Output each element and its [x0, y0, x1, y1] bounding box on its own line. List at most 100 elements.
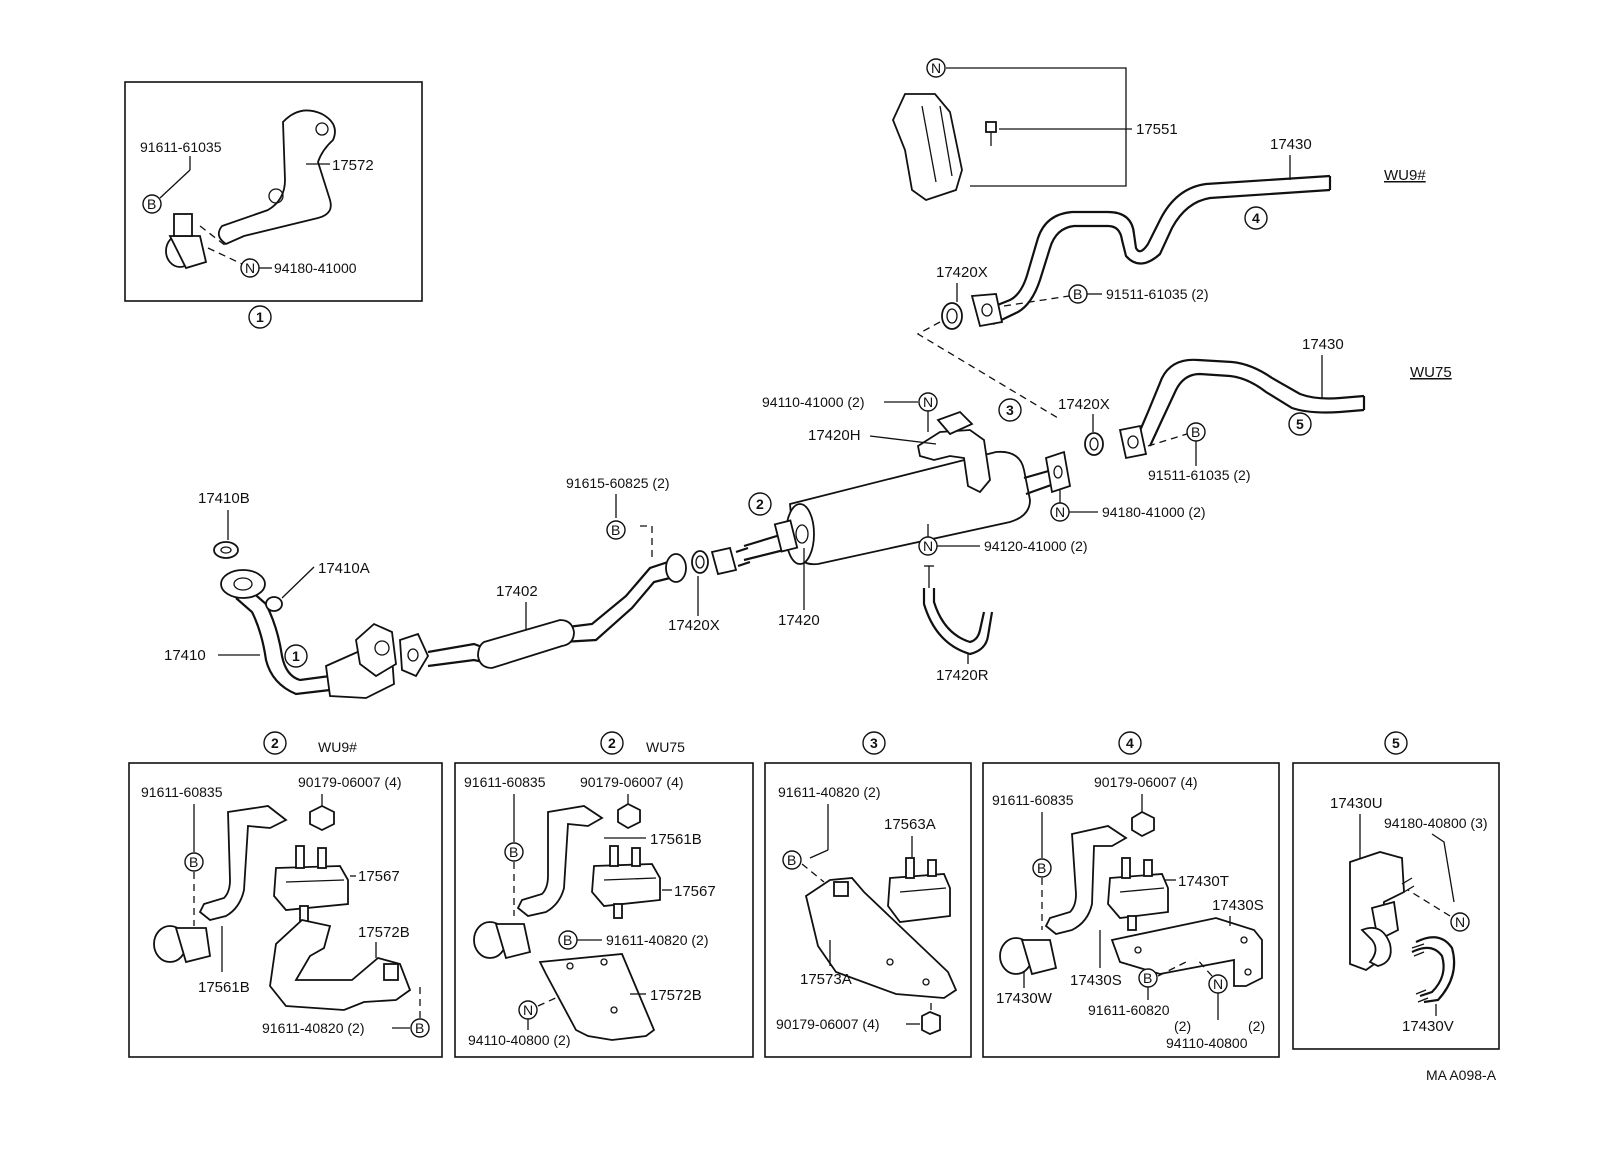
variant-label-wu9: WU9#: [1384, 167, 1426, 184]
bolt-symbol-letter: B: [1191, 424, 1200, 440]
variant-label-wu75: WU75: [1410, 364, 1452, 381]
clamp-part: [999, 937, 1058, 976]
nut-part: [1131, 810, 1155, 838]
inset-box-2-wu9-frame: [128, 762, 443, 1058]
bolt-symbol-letter: B: [415, 1020, 424, 1036]
label-17430s-left: 17430S: [1070, 972, 1122, 989]
label-90179-06007: 90179-06007 (4): [1094, 774, 1198, 790]
label-91511-61035-upper: 91511-61035 (2): [1106, 286, 1208, 302]
callout-circle-5: [1384, 731, 1408, 755]
bolt-symbol: [410, 1018, 430, 1038]
bolt-symbol-letter: B: [189, 854, 198, 870]
gasket-17420x: [1084, 432, 1104, 456]
hanger-17420h: [916, 429, 991, 494]
diagram-reference-code: MA A098-A: [1426, 1067, 1497, 1083]
label-91611-40820: 91611-40820 (2): [262, 1020, 364, 1036]
variant-label-wu75: WU75: [646, 739, 685, 755]
label-quantity: (2): [1248, 1018, 1265, 1034]
callout-circle-3-number: 3: [1006, 402, 1014, 418]
outlet-flange: [1044, 450, 1072, 494]
label-quantity: (2): [1174, 1018, 1191, 1034]
flange-part: [1118, 424, 1148, 460]
label-17420x-upper: 17420X: [936, 264, 988, 281]
nut-symbol: [1450, 912, 1470, 932]
mount-17563a: [887, 857, 951, 923]
screw-17551: [985, 121, 997, 146]
heat-shield-part: [892, 93, 963, 201]
label-17572: 17572: [332, 157, 374, 174]
inset-box-3-frame: [764, 762, 972, 1058]
label-17420h: 17420H: [808, 427, 861, 444]
clamp-part: [473, 921, 532, 960]
inset-box-2-wu75-frame: [454, 762, 754, 1058]
callout-circle-4-number: 4: [1252, 210, 1260, 226]
label-17420x-middle: 17420X: [1058, 396, 1110, 413]
callout-circle-4: [1118, 731, 1142, 755]
inset-box-5-frame: [1292, 762, 1500, 1050]
tailpipe-17430-wu75: [1134, 358, 1365, 441]
bolt-symbol-letter: B: [147, 196, 156, 212]
callout-circle-2: [263, 731, 287, 755]
inlet-bracket: [773, 519, 799, 553]
tailpipe-wu75-group: 17430 WU75 5 17420X B 91511-61035 (2): [1058, 336, 1452, 483]
inset-box-2-wu9: 2 WU9# 91611-60835 B 90179-06007 (4) 175…: [128, 731, 443, 1058]
front-flange: [220, 569, 266, 599]
label-91611-60820: 91611-60820: [1088, 1002, 1170, 1018]
nut-part: [921, 1011, 941, 1035]
inset-box-4: 4 90179-06007 (4) 91611-60835 B 17430T 1…: [982, 731, 1280, 1058]
mount-17430t: [1107, 857, 1169, 931]
bracket-17561b: [516, 805, 604, 917]
mount-17567: [273, 845, 349, 923]
label-17572b: 17572B: [358, 924, 410, 941]
pipe-joint: [665, 546, 751, 583]
label-17430v: 17430V: [1402, 1018, 1454, 1035]
variant-label-wu9: WU9#: [318, 739, 357, 755]
label-94110-40800: 94110-40800 (2): [468, 1032, 570, 1048]
callout-circle-1-number: 1: [256, 309, 264, 325]
bolt-symbol: [782, 850, 802, 870]
bracket-17572b: [538, 953, 656, 1041]
nut-symbol-letter: N: [1213, 976, 1223, 992]
bolt-symbol: [142, 194, 162, 214]
label-17561b: 17561B: [198, 979, 250, 996]
clamp-part: [153, 925, 212, 964]
inset-box-2-wu75: 2 WU75 91611-60835 B 90179-06007 (4) 175…: [454, 731, 754, 1058]
bolt-symbol: [504, 842, 524, 862]
label-91611-60835: 91611-60835: [464, 774, 546, 790]
mount-17567: [591, 845, 661, 919]
callout-circle-2-number: 2: [608, 735, 616, 751]
label-17420: 17420: [778, 612, 820, 629]
bolt-symbol-letter: B: [1037, 860, 1046, 876]
nut-part: [617, 802, 641, 830]
label-17573a: 17573A: [800, 971, 852, 988]
bolt-symbol-letter: B: [1073, 286, 1082, 302]
label-17410b: 17410B: [198, 490, 250, 507]
label-17410: 17410: [164, 647, 206, 664]
callout-circle-5: [1288, 412, 1312, 436]
callout-circle-2: [748, 492, 772, 516]
label-91611-61035: 91611-61035: [140, 139, 222, 155]
nut-symbol-letter: N: [923, 394, 933, 410]
inset-box-5: 5 17430U 17430V 94180-40800 (3) N: [1292, 731, 1500, 1050]
label-91615-60825: 91615-60825 (2): [566, 475, 670, 491]
inset-box-4-frame: [982, 762, 1280, 1058]
label-17430s-right: 17430S: [1212, 897, 1264, 914]
heat-shield-group: 17551 N: [892, 58, 1178, 201]
callout-circle-4-number: 4: [1126, 735, 1134, 751]
tailpipe-17430-wu9: [992, 188, 1331, 325]
bracket-17561b: [198, 805, 288, 921]
callout-circle-3: [998, 398, 1022, 422]
bracket-17572b: [269, 919, 412, 1011]
label-94180-41000: 94180-41000: [274, 260, 357, 276]
label-17430-wu9: 17430: [1270, 136, 1312, 153]
label-91611-60835: 91611-60835: [992, 792, 1074, 808]
center-pipe-resonator: [477, 619, 575, 669]
callout-circle-2-number: 2: [756, 496, 764, 512]
label-17563a: 17563A: [884, 816, 936, 833]
bolt-symbol-letter: B: [1143, 970, 1152, 986]
flange-part: [970, 293, 1004, 328]
converter-joint: [325, 622, 430, 699]
label-91511-61035-lower: 91511-61035 (2): [1148, 467, 1250, 483]
label-94180-40800: 94180-40800 (3): [1384, 815, 1488, 831]
callout-circle-1: [248, 305, 272, 329]
